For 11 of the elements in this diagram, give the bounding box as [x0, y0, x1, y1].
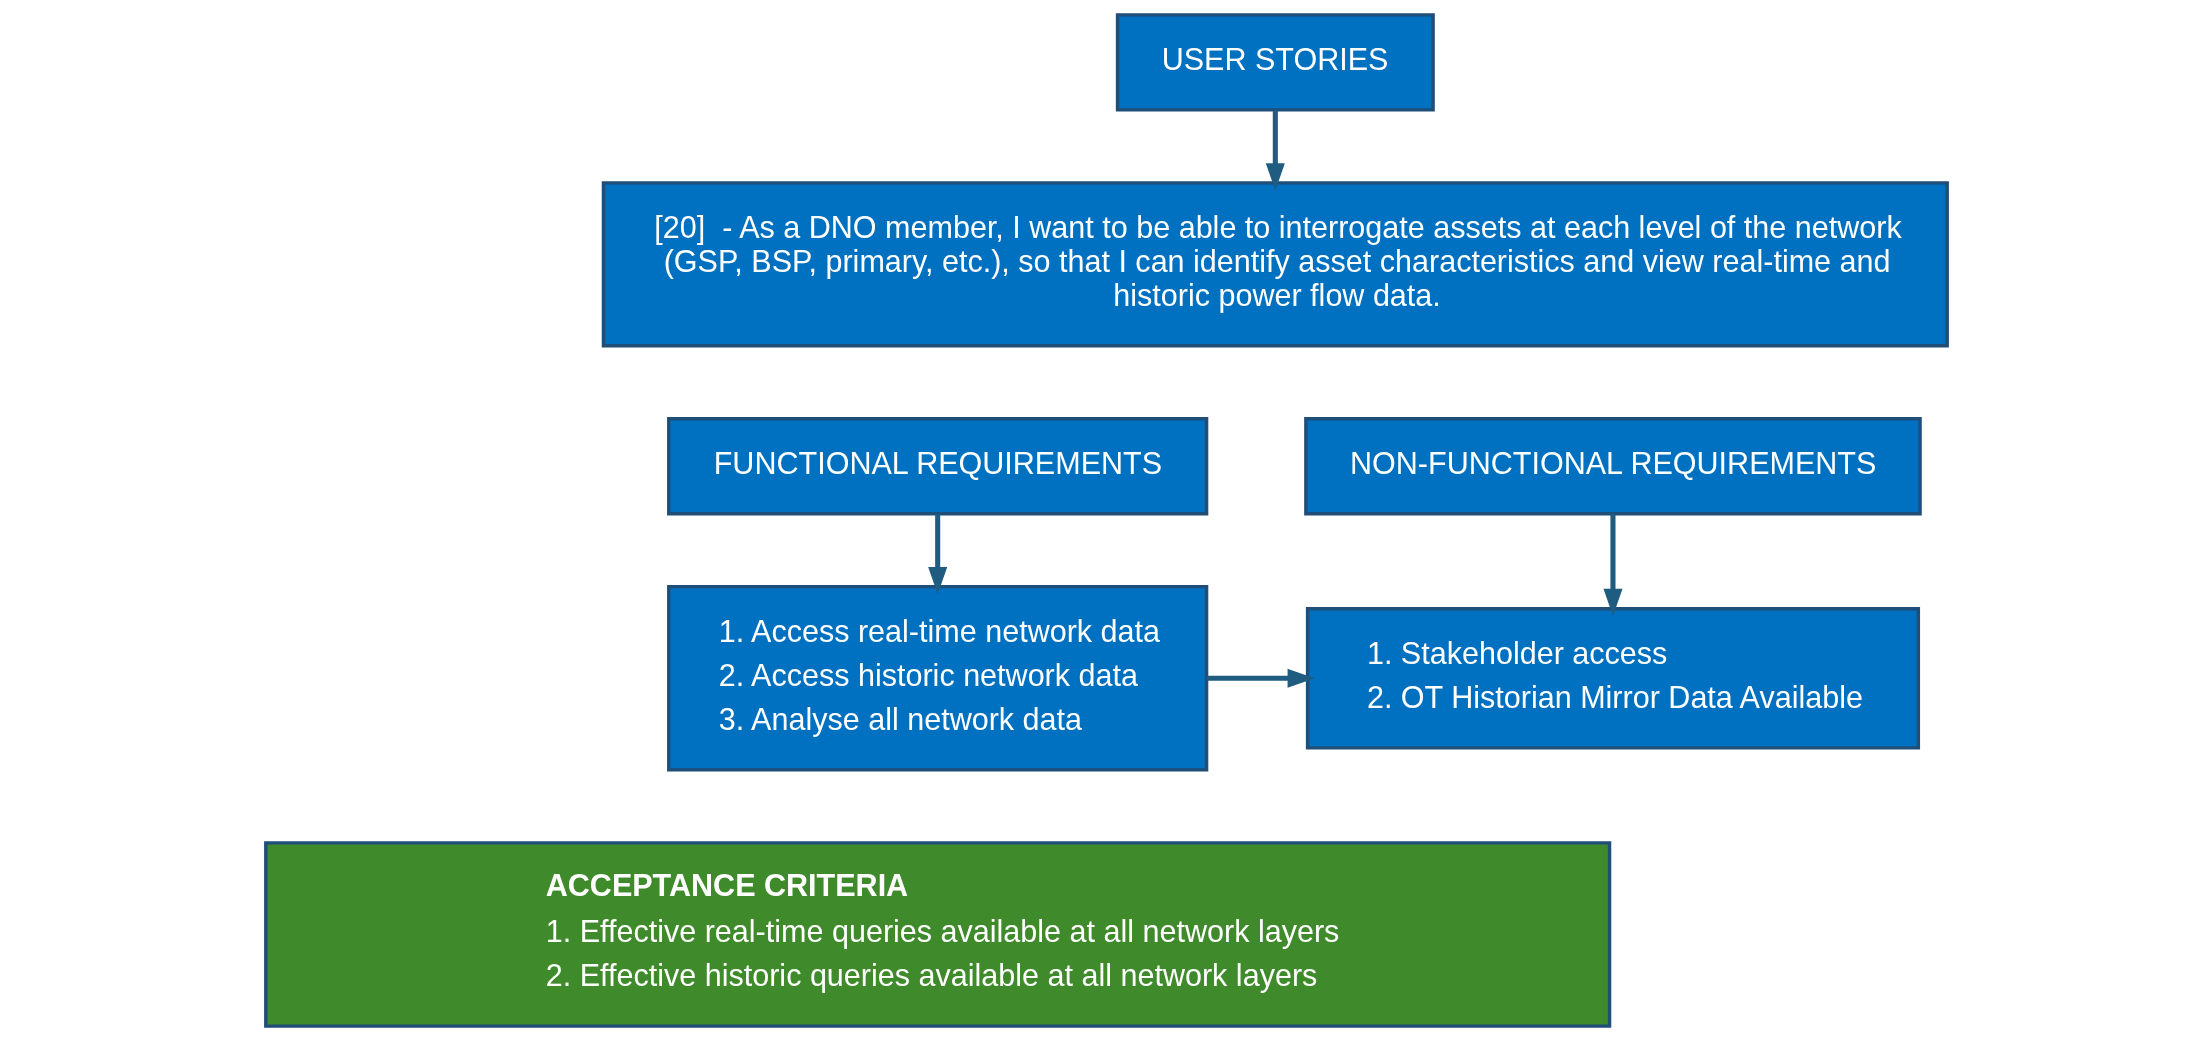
node-box: 1. Stakeholder access 2. OT Historian Mirror Data Available — [1305, 607, 1920, 750]
arrow — [1602, 513, 1622, 616]
node-box: ACCEPTANCE CRITERIA 1. Effective real-time queries available at all network layers 2. Effective historic queries available at all network layers — [263, 841, 1611, 1028]
node-box: [20] - As a DNO member, I want to be able to interrogate assets at each level of the network (GSP, BSP, primary, etc.), so that I can identify asset characteristics and view real-time and historic power flow data. — [601, 181, 1949, 348]
node-box: 1. Access real-time network data 2. Access historic network data 3. Analyse all network data — [666, 584, 1208, 772]
arrow — [1206, 668, 1315, 688]
arrow — [1265, 110, 1285, 191]
arrow — [927, 513, 947, 595]
node-box: USER STORIES — [1115, 13, 1435, 112]
node-box: NON-FUNCTIONAL REQUIREMENTS — [1303, 417, 1922, 516]
node-box: FUNCTIONAL REQUIREMENTS — [666, 417, 1208, 516]
